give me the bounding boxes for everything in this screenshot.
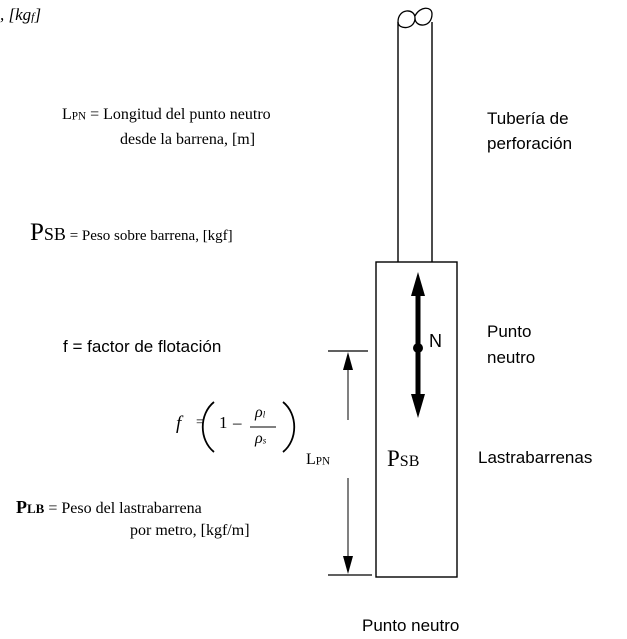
- neutral-n-label: N: [429, 331, 442, 351]
- flotation-factor-definition: f = factor de flotación: [63, 337, 222, 356]
- punto-neutro-bottom-label: Punto neutro: [362, 616, 460, 635]
- plb-symbol: P: [16, 497, 27, 517]
- tuberia-label-1: Tubería de: [487, 109, 569, 128]
- neutral-point-dot: [413, 343, 423, 353]
- pipe-break-icon: [397, 7, 433, 29]
- formula-eq: =: [196, 415, 204, 430]
- formula-lhs: f: [176, 413, 182, 434]
- punto-neutro-label-1: Punto: [487, 322, 532, 341]
- top-clipped-unit: , [kgf]: [0, 5, 42, 24]
- drill-collar: [375, 261, 458, 578]
- psb-symbol: P: [30, 219, 44, 246]
- lpn-symbol: L: [62, 106, 72, 123]
- formula-minus: –: [233, 413, 242, 432]
- lpn-definition-line2: desde la barrena, [m]: [120, 131, 256, 148]
- neutral-point-arrows: [411, 272, 425, 418]
- tuberia-label-2: perforación: [487, 134, 573, 153]
- formula-graphics: [201, 401, 296, 453]
- lpn-definition: LPN = Longitud del punto neutro: [62, 106, 271, 123]
- drill-pipe: [397, 7, 433, 262]
- psb-inside-label: PSB: [387, 446, 420, 471]
- plb-definition-line2: por metro, [kgf/m]: [130, 522, 250, 539]
- formula-one: 1: [219, 413, 228, 432]
- punto-neutro-label-2: neutro: [487, 348, 536, 367]
- plb-definition: PLB = Peso del lastrabarrena: [16, 497, 202, 517]
- formula-denominator: ρs: [255, 430, 267, 447]
- lpn-dimension-label: LPN: [306, 451, 331, 468]
- formula-numerator: ρl: [255, 404, 266, 421]
- lpn-dimension: [328, 350, 372, 576]
- psb-definition: PSB = Peso sobre barrena, [kgf]: [30, 219, 233, 246]
- lastrabarrenas-label: Lastrabarrenas: [478, 448, 593, 467]
